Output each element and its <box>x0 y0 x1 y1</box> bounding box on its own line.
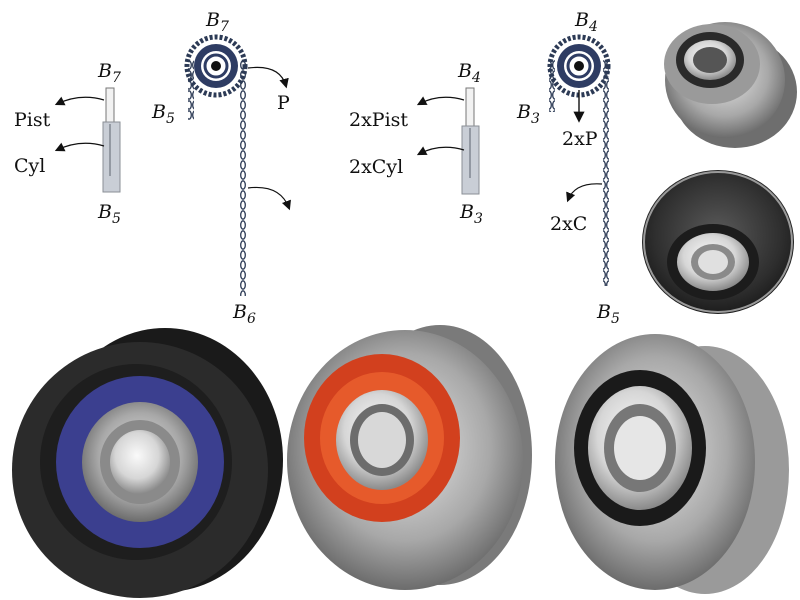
pulley-top-label: B4 <box>574 9 598 35</box>
chain-left-strand <box>549 60 555 112</box>
cyl-arrow <box>416 146 465 156</box>
chain-bottom-label: B6 <box>232 301 256 327</box>
pulley-axle <box>211 61 221 71</box>
pulley-top-label: B7 <box>205 9 229 35</box>
chain-right-strand <box>603 60 609 286</box>
diagram-right: B4 B3 2xPist 2xCyl B4 B3 B5 2xP 2xC <box>349 9 620 327</box>
roller-photo-black-blue <box>12 328 283 598</box>
cyl-arrow <box>54 142 105 152</box>
p-label: P <box>277 92 290 114</box>
chain-left-label: B5 <box>151 101 175 127</box>
roller-photo-dark-middle <box>642 170 794 314</box>
cylinder-top-label: B4 <box>457 60 481 86</box>
pulley-axle <box>574 61 584 71</box>
diagram-left: B7 B5 Pist Cyl B7 B5 B6 P <box>14 9 291 327</box>
pist-label: 2xPist <box>349 109 408 131</box>
roller-photo-red-seal <box>287 325 532 590</box>
pulley-chain-right <box>547 34 611 286</box>
piston-rod <box>105 87 115 123</box>
piston-rod <box>465 87 475 127</box>
chain-bottom-label: B5 <box>596 301 620 327</box>
pist-arrow <box>54 96 105 106</box>
cyl-label: 2xCyl <box>349 156 403 178</box>
c-arrow <box>566 183 603 203</box>
pulley-chain-left <box>184 34 248 296</box>
chain-left-strand <box>188 60 194 120</box>
pist-label: Pist <box>14 109 51 131</box>
strand-arrow <box>247 186 291 211</box>
hydraulic-cylinder-left <box>102 87 121 193</box>
c-label: 2xC <box>550 213 587 235</box>
cylinder-body <box>102 121 121 193</box>
chain-left-label: B3 <box>516 101 540 127</box>
p-arrow <box>247 66 289 89</box>
pist-arrow <box>416 96 465 106</box>
cylinder-bottom-label: B3 <box>459 201 483 227</box>
cylinder-bottom-label: B5 <box>97 201 121 227</box>
p-label: 2xP <box>562 128 598 150</box>
cyl-label: Cyl <box>14 155 45 177</box>
chain-wrap <box>184 34 248 98</box>
cylinder-top-label: B7 <box>97 60 121 86</box>
hydraulic-cylinder-right <box>461 87 480 195</box>
roller-photo-gray-top <box>664 22 797 148</box>
roller-photo-silver <box>555 334 789 594</box>
chain-right-strand <box>240 60 246 296</box>
